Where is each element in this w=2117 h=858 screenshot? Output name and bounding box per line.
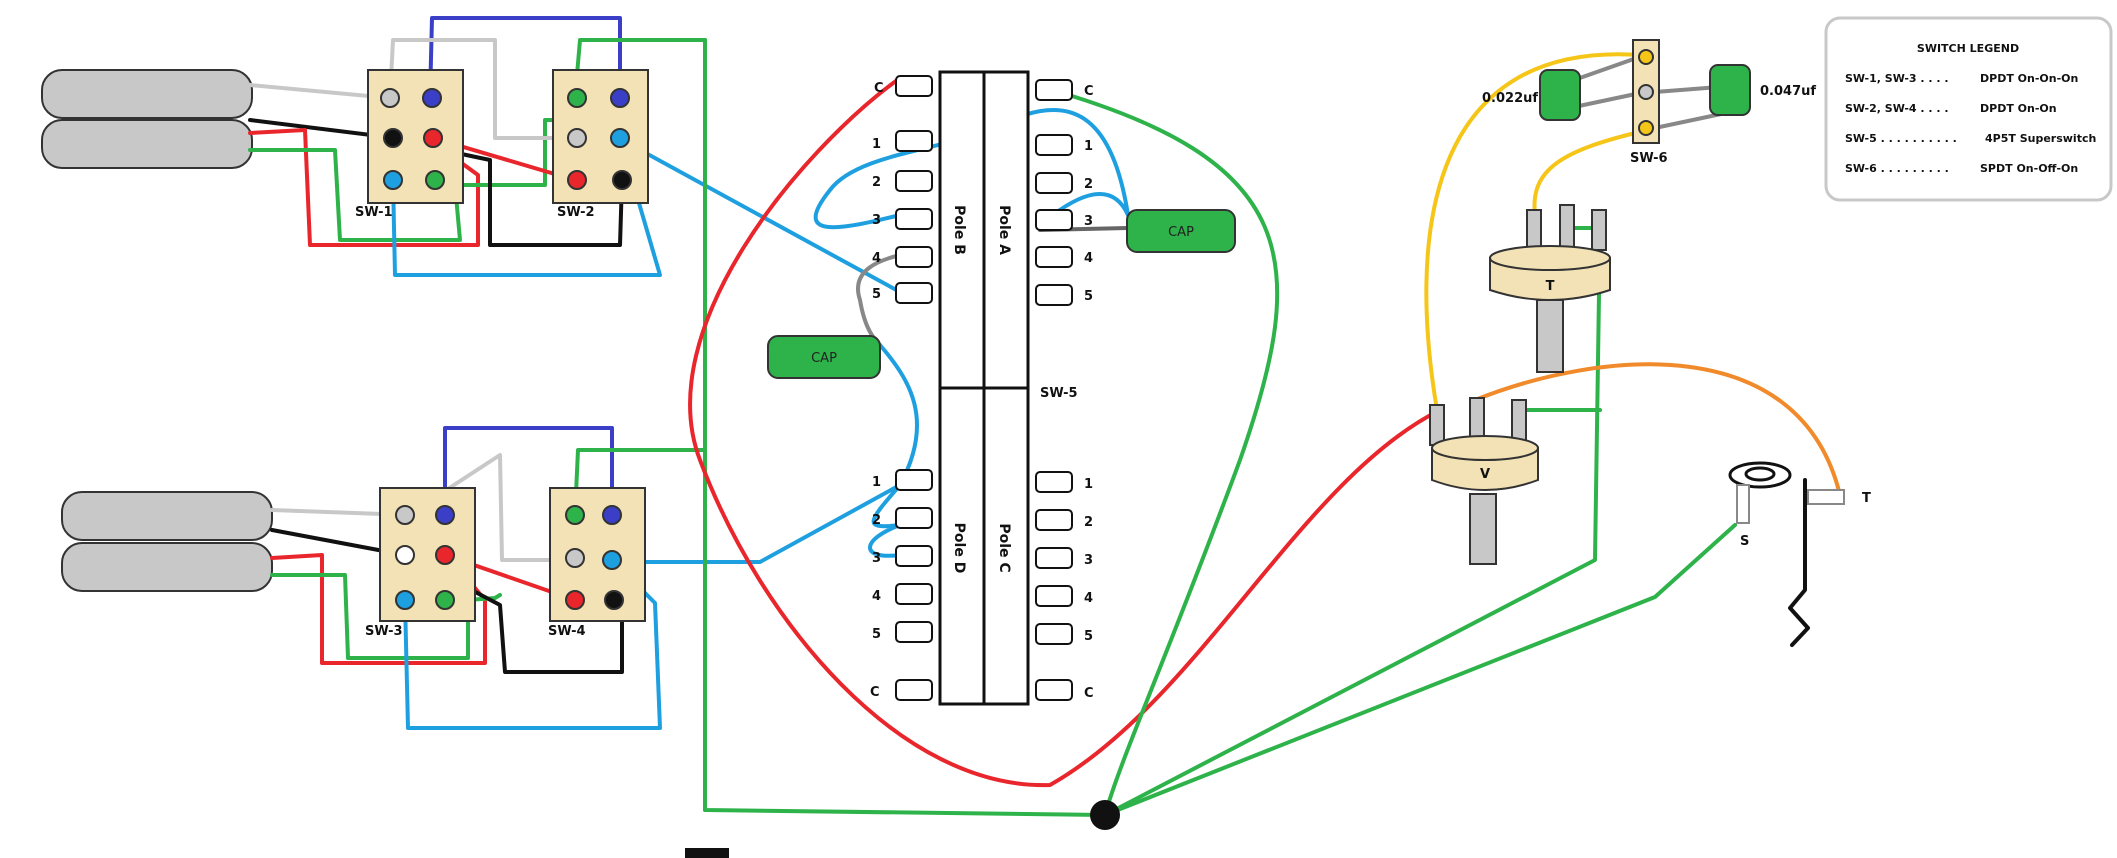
tone-cap-0047: 0.047uf [1709,64,1816,116]
cap-pole-b-label: CAP [811,351,837,366]
pole-c-pos-4: 4 [1084,591,1093,606]
volume-pot-label: V [1480,467,1490,482]
wire-green-pickup1 [248,118,577,242]
legend-value-4: SPDT On-Off-On [1980,162,2078,175]
pole-b-common-label: C [874,81,884,96]
pole-d-label: Pole D [951,523,967,574]
legend-value-1: DPDT On-On-On [1980,72,2078,85]
pickup-bottom [61,491,273,592]
pole-a-pos-1: 1 [1084,139,1093,154]
pole-a-common-label: C [1084,84,1094,99]
pole-d-pos-3: 3 [872,551,881,566]
wire-cyan-sw1-loop [391,136,662,277]
cap-pole-a: CAP [1126,209,1236,253]
legend-key-4: SW-6 . . . . . . . . . [1845,162,1949,175]
sw4-label: SW-4 [548,624,586,639]
sw3-label: SW-3 [365,624,403,639]
wire-gray-pickup1-sw1 [248,83,392,100]
sw5-label: SW-5 [1040,386,1078,401]
pole-b-pos-3: 3 [872,213,881,228]
wire-yellow-tone-sw6 [1424,52,1642,412]
pole-c-pos-3: 3 [1084,553,1093,568]
legend-key-3: SW-5 . . . . . . . . . . [1845,132,1957,145]
wire-green-ground-volume [1103,523,1737,817]
pole-c-pos-2: 2 [1084,515,1093,530]
output-jack: S T [1728,461,1871,549]
pole-b-pos-5: 5 [872,287,881,302]
switch-sw4: SW-4 [548,487,646,639]
pole-b-pos-1: 1 [872,137,881,152]
switch-sw2: SW-2 [552,69,649,220]
ground-star-point [1090,800,1120,830]
wire-orange-volume-jack [1473,362,1842,497]
wire-red-superswitch-common [688,76,1442,788]
pole-d-common-label: C [870,685,880,700]
pole-d-pos-2: 2 [872,513,881,528]
wire-green-superswitch-common [1043,86,1280,817]
switch-sw6: SW-6 [1630,39,1668,166]
wire-green-ground-tone [1103,226,1602,817]
pole-a-pos-5: 5 [1084,289,1093,304]
cap-pole-a-label: CAP [1168,225,1194,240]
tone-cap-0047-label: 0.047uf [1760,84,1816,99]
pole-d-pos-5: 5 [872,627,881,642]
volume-pot: V [1429,397,1539,565]
cap-pole-b: CAP [767,335,881,379]
tone-pot: T [1489,204,1611,373]
wire-cyan-cap-pole-d [868,343,919,558]
pole-b-pos-2: 2 [872,175,881,190]
tone-cap-0022-label: 0.022uf [1482,91,1538,106]
wire-green-pickup2 [270,573,502,660]
ground-symbol [685,848,729,858]
legend-value-2: DPDT On-On [1980,102,2057,115]
pole-b-label: Pole B [951,205,967,255]
wire-blue-sw3-sw4 [443,426,614,517]
pole-c-pos-5: 5 [1084,629,1093,644]
tone-cap-0022: 0.022uf [1482,69,1581,121]
pole-a-lugs [1035,79,1073,306]
pole-a-pos-2: 2 [1084,177,1093,192]
wire-cyan-sw2-superswitch [620,138,902,294]
wire-cyan-sw4-superswitch [610,483,902,564]
pole-c-pos-1: 1 [1084,477,1093,492]
wire-gray-sw3-sw4 [406,453,577,562]
legend-title: SWITCH LEGEND [1917,42,2019,55]
tone-pot-label: T [1546,279,1555,294]
legend-value-3: 4P5T Superswitch [1985,132,2096,145]
sw6-label: SW-6 [1630,151,1668,166]
switch-legend: SWITCH LEGEND SW-1, SW-3 . . . . DPDT On… [1824,16,2113,202]
pole-b-lugs [895,75,933,304]
pole-a-pos-4: 4 [1084,251,1093,266]
wire-green-ground-bus [703,38,1107,817]
sw1-label: SW-1 [355,205,393,220]
pole-a-pos-3: 3 [1084,214,1093,229]
wires [248,16,1842,817]
legend-key-1: SW-1, SW-3 . . . . [1845,72,1949,85]
wire-yellow-sw6-tone [1532,128,1650,217]
pole-a-label: Pole A [996,205,1012,255]
pole-b-pos-4: 4 [872,251,881,266]
pickup-top [41,69,253,169]
jack-sleeve-label: S [1740,534,1749,549]
switch-sw3: SW-3 [365,487,476,639]
jack-tip-label: T [1862,491,1871,506]
pole-d-pos-4: 4 [872,589,881,604]
wire-gray-sw1-sw2 [388,38,577,140]
legend-key-2: SW-2, SW-4 . . . . [1845,102,1949,115]
wire-black-jack-lead [1788,478,1810,647]
pole-c-common-label: C [1084,686,1094,701]
pole-d-lugs [895,469,933,701]
sw2-label: SW-2 [557,205,595,220]
superswitch-sw5: Pole B Pole A Pole D Pole C SW-5 [870,70,1094,706]
pole-c-lugs [1035,471,1073,701]
pole-c-label: Pole C [996,523,1012,572]
pole-d-pos-1: 1 [872,475,881,490]
wire-blue-sw1-sw2 [428,16,622,100]
switch-sw1: SW-1 [355,69,464,220]
